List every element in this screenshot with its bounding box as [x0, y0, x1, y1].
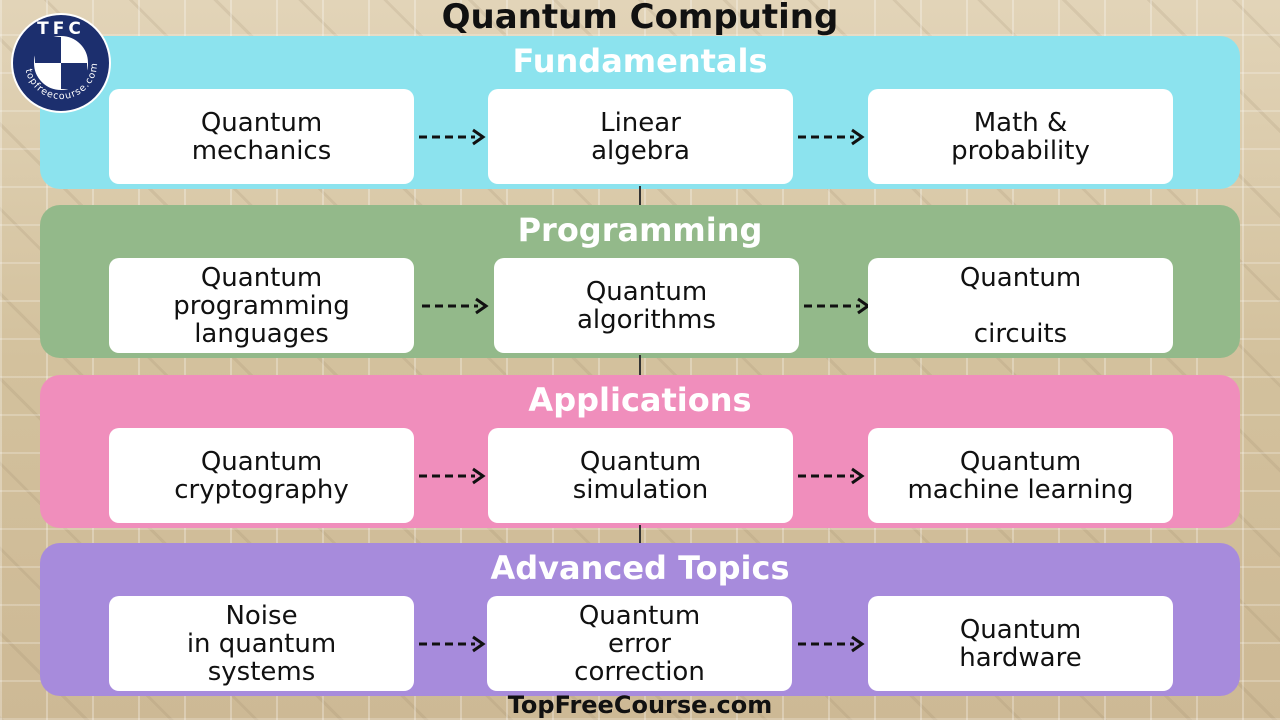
node-quantum-hardware: Quantum hardware [868, 596, 1173, 691]
dashed-arrow-icon [422, 297, 489, 315]
node-quantum-error-correction: Quantum error correction [487, 596, 792, 691]
section-fundamentals: Fundamentals Quantum mechanics Linear al… [40, 36, 1240, 189]
dashed-arrow-icon [798, 635, 865, 653]
section-applications: Applications Quantum cryptography Quantu… [40, 375, 1240, 528]
connector-line [639, 355, 641, 378]
section-title-applications: Applications [528, 381, 752, 419]
connector-line [639, 525, 641, 546]
logo-initials: TFC [37, 19, 85, 39]
dashed-arrow-icon [419, 635, 486, 653]
dashed-arrow-icon [798, 128, 865, 146]
dashed-arrow-icon [419, 467, 486, 485]
section-programming: Programming Quantum programming language… [40, 205, 1240, 358]
node-quantum-simulation: Quantum simulation [488, 428, 793, 523]
section-title-fundamentals: Fundamentals [512, 42, 768, 80]
logo-badge-icon: TFC topfreecourse.com [11, 13, 111, 113]
dashed-arrow-icon [804, 297, 871, 315]
node-math-probability: Math & probability [868, 89, 1173, 184]
node-quantum-circuits: Quantum circuits [868, 258, 1173, 353]
dashed-arrow-icon [419, 128, 486, 146]
node-quantum-machine-learning: Quantum machine learning [868, 428, 1173, 523]
connector-line [639, 186, 641, 208]
node-quantum-cryptography: Quantum cryptography [109, 428, 414, 523]
dashed-arrow-icon [798, 467, 865, 485]
node-noise-in-quantum-systems: Noise in quantum systems [109, 596, 414, 691]
tfc-logo: TFC topfreecourse.com [11, 13, 111, 113]
node-linear-algebra: Linear algebra [488, 89, 793, 184]
section-title-programming: Programming [517, 211, 763, 249]
page-title: Quantum Computing [441, 0, 839, 37]
footer-site-name: TopFreeCourse.com [507, 691, 773, 719]
section-title-advanced-topics: Advanced Topics [490, 549, 790, 587]
node-quantum-programming-languages: Quantum programming languages [109, 258, 414, 353]
node-quantum-mechanics: Quantum mechanics [109, 89, 414, 184]
section-advanced-topics: Advanced Topics Noise in quantum systems… [40, 543, 1240, 696]
node-quantum-algorithms: Quantum algorithms [494, 258, 799, 353]
